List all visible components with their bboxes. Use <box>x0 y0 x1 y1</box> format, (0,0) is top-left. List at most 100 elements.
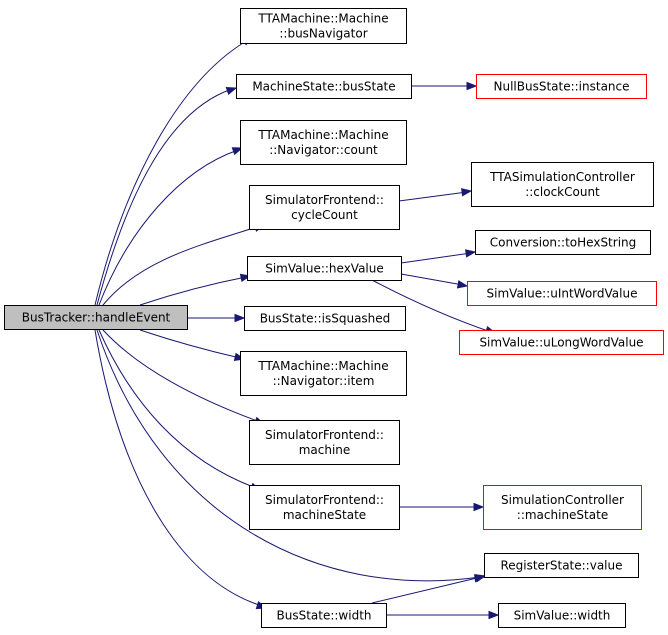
node-label: ::Navigator::item <box>273 374 375 388</box>
node-machine[interactable]: SimulatorFrontend::machine <box>249 420 400 465</box>
node-ulong-word-value[interactable]: SimValue::uLongWordValue <box>459 330 664 355</box>
node-label: TTAMachine::Machine <box>257 128 388 142</box>
node-box[interactable] <box>4 305 188 330</box>
edge-root-to-is-squashed <box>187 313 246 323</box>
edge-root-to-navigator-item <box>139 329 246 361</box>
node-label: TTASimulationController <box>489 170 635 184</box>
node-box[interactable] <box>244 306 406 331</box>
node-box[interactable] <box>484 553 639 578</box>
edge-bus-state-width-to-sim-value-width <box>386 610 500 620</box>
arrow-head-icon <box>234 313 246 323</box>
edge-line <box>400 273 464 286</box>
edge-line <box>102 329 261 423</box>
node-is-squashed[interactable]: BusState::isSquashed <box>244 306 406 331</box>
edge-root-to-navigator-count <box>98 147 244 306</box>
node-label: BusTracker::handleEvent <box>22 311 171 325</box>
node-hex-value[interactable]: SimValue::hexValue <box>247 256 402 281</box>
edge-line <box>139 329 241 359</box>
arrow-head-icon <box>225 86 238 96</box>
node-sim-controller-machine-state[interactable]: SimulationController::machineState <box>483 485 642 530</box>
edge-line <box>96 329 481 582</box>
node-label: ::clockCount <box>525 185 600 199</box>
node-box[interactable] <box>240 8 407 44</box>
call-graph-nodes: BusTracker::handleEventTTAMachine::Machi… <box>4 8 664 628</box>
node-box[interactable] <box>247 256 402 281</box>
arrow-head-icon <box>461 188 473 197</box>
node-label: TTAMachine::Machine <box>257 12 388 26</box>
node-box[interactable] <box>483 485 642 530</box>
node-null-bus-state-instance[interactable]: NullBusState::instance <box>476 74 647 99</box>
node-box[interactable] <box>467 281 657 306</box>
node-to-hex-string[interactable]: Conversion::toHexString <box>475 230 651 255</box>
edge-line <box>139 276 247 306</box>
edge-bus-state-to-null-bus-state-instance <box>411 81 478 91</box>
edge-root-to-hex-value <box>139 273 252 306</box>
node-label: Conversion::toHexString <box>490 236 637 250</box>
node-register-state-value[interactable]: RegisterState::value <box>484 553 639 578</box>
node-label: BusState::width <box>276 609 371 623</box>
arrow-head-icon <box>456 280 469 289</box>
node-label: SimulatorFrontend:: <box>265 193 384 207</box>
node-label: NullBusState::instance <box>493 80 629 94</box>
edge-line <box>94 39 249 306</box>
node-label: SimValue::hexValue <box>265 262 384 276</box>
edge-line <box>398 191 468 202</box>
node-label: ::machineState <box>517 508 608 522</box>
node-root[interactable]: BusTracker::handleEvent <box>4 305 188 330</box>
node-sim-value-width[interactable]: SimValue::width <box>498 603 626 628</box>
edge-line <box>400 252 472 264</box>
node-label: ::Navigator::count <box>269 143 378 157</box>
node-box[interactable] <box>471 162 654 207</box>
node-uint-word-value[interactable]: SimValue::uIntWordValue <box>467 281 657 306</box>
node-navigator-count[interactable]: TTAMachine::Machine::Navigator::count <box>240 120 407 165</box>
node-label: RegisterState::value <box>500 559 622 573</box>
arrow-head-icon <box>231 147 244 156</box>
node-cycle-count[interactable]: SimulatorFrontend::cycleCount <box>249 185 400 230</box>
edge-cycle-count-to-clock-count <box>398 188 473 202</box>
node-box[interactable] <box>236 74 412 99</box>
arrow-head-icon <box>488 610 500 620</box>
node-label: SimulatorFrontend:: <box>265 428 384 442</box>
edge-line <box>371 279 492 333</box>
node-box[interactable] <box>240 120 407 165</box>
node-bus-state[interactable]: MachineState::busState <box>236 74 412 99</box>
arrow-head-icon <box>474 574 487 583</box>
node-label: SimValue::width <box>514 609 611 623</box>
node-bus-navigator[interactable]: TTAMachine::Machine::busNavigator <box>240 8 407 44</box>
edge-bus-state-width-to-register-state-value <box>371 574 487 604</box>
node-box[interactable] <box>476 74 647 99</box>
node-bus-state-width[interactable]: BusState::width <box>261 603 387 628</box>
node-box[interactable] <box>261 603 387 628</box>
node-box[interactable] <box>249 485 400 530</box>
node-box[interactable] <box>475 230 651 255</box>
edge-root-to-bus-state <box>96 86 238 306</box>
node-label: MachineState::busState <box>252 80 395 94</box>
node-label: SimulationController <box>501 493 624 507</box>
edge-root-to-bus-navigator <box>94 36 254 306</box>
arrow-head-icon <box>473 502 485 512</box>
edge-root-to-machine <box>102 329 266 425</box>
node-clock-count[interactable]: TTASimulationController::clockCount <box>471 162 654 207</box>
node-box[interactable] <box>249 185 400 230</box>
node-label: machine <box>299 443 351 457</box>
edge-line <box>102 225 261 306</box>
edge-line <box>94 329 263 607</box>
node-navigator-item[interactable]: TTAMachine::Machine::Navigator::item <box>240 351 407 396</box>
node-box[interactable] <box>249 420 400 465</box>
edge-hex-value-to-to-hex-string <box>400 249 477 264</box>
node-label: cycleCount <box>291 208 358 222</box>
node-box[interactable] <box>498 603 626 628</box>
arrow-head-icon <box>464 249 477 258</box>
edge-line <box>98 149 239 306</box>
node-label: SimulatorFrontend:: <box>265 493 384 507</box>
node-label: TTAMachine::Machine <box>257 359 388 373</box>
node-box[interactable] <box>240 351 407 396</box>
node-label: machineState <box>283 508 366 522</box>
node-machine-state[interactable]: SimulatorFrontend::machineState <box>249 485 400 530</box>
edge-line <box>96 88 233 306</box>
edge-root-to-cycle-count <box>102 223 266 306</box>
node-box[interactable] <box>459 330 664 355</box>
edge-line <box>371 576 482 604</box>
node-label: BusState::isSquashed <box>260 312 391 326</box>
